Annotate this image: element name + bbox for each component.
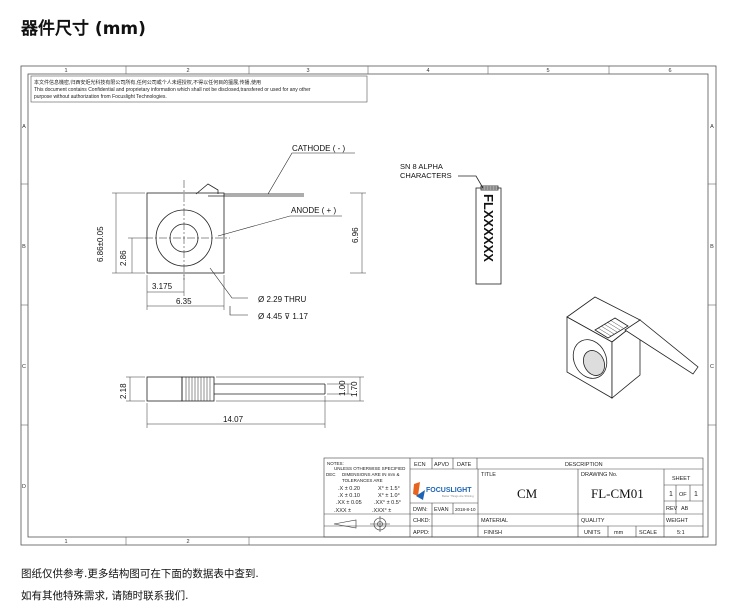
confidential-line-1: 本文件信息機密,归西安炬光科技有限公司所有,任何公司或个人未經授权,不得以任何目…: [34, 79, 261, 86]
ang-4: .XXX° ±: [372, 508, 391, 514]
dim-1-70: 1.70: [350, 381, 359, 397]
dwn-date: 2018-8-10: [455, 507, 476, 512]
sn-characters: FLXXXXXX: [481, 194, 496, 262]
dim-6-96: 6.96: [351, 227, 360, 243]
dim-2-86: 2.86: [119, 250, 128, 266]
footer-note-2: 如有其他特殊需求, 请随时联系我们.: [21, 590, 189, 602]
rev-value: AB: [681, 506, 689, 512]
logo-text: FOCUSLIGHT: [426, 487, 472, 494]
sheet-of: OF: [679, 492, 687, 498]
dec-label: DEC: [326, 472, 336, 477]
side-view: [146, 376, 326, 402]
grid-left-b: B: [22, 244, 26, 250]
ecn-header: ECN: [414, 462, 426, 468]
rev-label: REV: [666, 506, 678, 512]
logo-subtext: Better Things Are Shining: [442, 494, 474, 498]
apvd-header: APVD: [434, 462, 449, 468]
grid-top-5: 5: [546, 68, 549, 74]
grid-left-d: D: [22, 484, 26, 490]
drawing-no-value: FL-CM01: [591, 486, 644, 501]
confidential-line-3: purpose without authorization from Focus…: [34, 94, 167, 100]
grid-left-c: C: [22, 364, 26, 370]
grid-bottom-1: 1: [64, 539, 67, 545]
grid-bottom-2: 2: [186, 539, 189, 545]
thru-label: Ø 2.29 THRU: [258, 295, 307, 304]
confidential-box: [30, 75, 368, 103]
sheet-number: 1: [669, 491, 673, 498]
scale-label: SCALE: [639, 530, 657, 536]
notes-title: NOTES:: [327, 461, 344, 466]
grid-left-a: A: [22, 124, 26, 130]
ang-3: .XX° ± 0.5°: [374, 500, 401, 506]
chkd-label: CHKD:: [413, 518, 431, 524]
units-value: mm: [614, 530, 624, 536]
tol-1: .X ± 0.20: [338, 486, 360, 492]
dim-1-00: 1.00: [338, 380, 347, 396]
notes-line-3: TOLERANCES ARE: [342, 478, 383, 483]
sheet-total: 1: [694, 491, 698, 498]
dim-6-86: 6.86±0.05: [96, 226, 105, 262]
tol-2: .X ± 0.10: [338, 493, 360, 499]
projection-symbol-icon: [333, 516, 390, 532]
scale-value: 5:1: [677, 530, 685, 536]
sheet-label: SHEET: [672, 476, 691, 482]
grid-top-3: 3: [306, 68, 309, 74]
description-header: DESCRIPTION: [565, 462, 603, 468]
sn-label-line-2: CHARACTERS: [400, 171, 452, 180]
grid-right-b: B: [710, 244, 714, 250]
grid-top-4: 4: [426, 68, 429, 74]
notes-line-1: UNLESS OTHERWISE SPECIFIED: [334, 466, 406, 471]
finish-label: FINISH: [484, 530, 502, 536]
anode-label: ANODE ( + ): [291, 206, 336, 215]
units-label: UNITS: [584, 530, 601, 536]
title-block: [323, 457, 704, 538]
outer-frame: [20, 65, 717, 546]
front-view: [145, 180, 304, 280]
sn-label-line-1: SN 8 ALPHA: [400, 162, 443, 171]
cathode-label: CATHODE ( - ): [292, 144, 346, 153]
material-label: MATERIAL: [481, 518, 508, 524]
notes-line-2: DIMENSIONS ARE IN mm &: [342, 472, 400, 477]
dim-14-07: 14.07: [223, 415, 244, 424]
ang-2: X° ± 1.0°: [378, 493, 400, 499]
tol-4: .XXX ±: [334, 508, 351, 514]
focuslight-logo-icon: [413, 482, 425, 500]
confidential-line-2: This document contains Confidential and …: [34, 87, 311, 93]
engineering-drawing: 1 2 3 4 5 6 1 2 A B C D A B C 本文件信息機密,归西…: [20, 65, 717, 546]
quality-label: QUALITY: [581, 518, 605, 524]
title-label: TITLE: [481, 472, 496, 478]
date-header: DATE: [457, 462, 472, 468]
grid-top-6: 6: [668, 68, 671, 74]
grid-right-c: C: [710, 364, 714, 370]
dim-2-18: 2.18: [119, 383, 128, 399]
dim-3-175: 3.175: [152, 282, 173, 291]
drawing-no-label: DRAWING No.: [581, 472, 618, 478]
dwn-value: EVAN: [434, 507, 449, 513]
title-value: CM: [517, 486, 538, 501]
footer-note-1: 图纸仅供参考.更多结构图可在下面的数据表中查到.: [21, 568, 259, 580]
appd-label: APPD:: [413, 530, 430, 536]
sn-label-view: [458, 175, 502, 285]
page-heading: 器件尺寸 (mm): [21, 19, 146, 39]
ang-1: X° ± 1.5°: [378, 486, 400, 492]
dwn-label: DWN:: [413, 507, 428, 513]
grid-right-a: A: [710, 124, 714, 130]
grid-top-1: 1: [64, 68, 67, 74]
weight-label: WEIGHT: [666, 518, 689, 524]
cbore-label: Ø 4.45 ⊽ 1.17: [258, 312, 308, 321]
tol-3: .XX ± 0.05: [336, 500, 362, 506]
grid-top-2: 2: [186, 68, 189, 74]
isometric-view: [566, 296, 699, 399]
dim-6-35: 6.35: [176, 297, 192, 306]
